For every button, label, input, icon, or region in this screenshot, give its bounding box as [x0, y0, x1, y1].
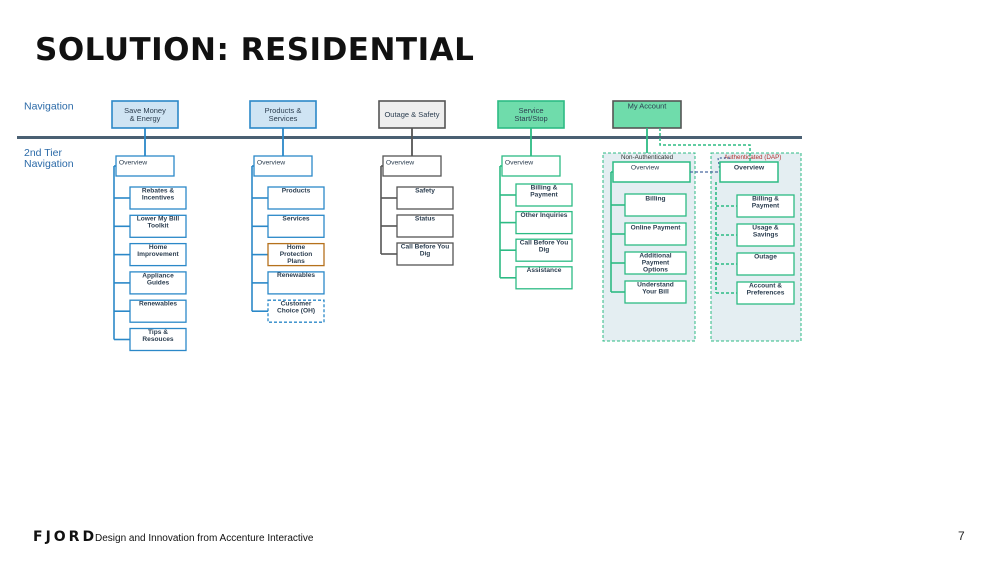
nav-item-outage-safety[interactable] [378, 100, 446, 129]
child-item-products-services[interactable] [267, 271, 325, 295]
panel-non-authenticated[interactable] [602, 152, 696, 342]
slide-title: SOLUTION: RESIDENTIAL [35, 32, 475, 68]
page-number: 7 [958, 529, 965, 543]
child-item-service-start-stop[interactable] [515, 266, 573, 290]
child-item-service-start-stop[interactable] [515, 183, 573, 207]
overview-label-products-services: Overview [257, 159, 285, 166]
overview-label-authenticated: Overview [734, 164, 765, 171]
overview-label-save-money: Overview [119, 159, 147, 166]
authenticated-label: Authenticated (DAP) [724, 154, 781, 161]
nav-item-my-account[interactable] [612, 100, 682, 129]
child-label-service-start-stop: Other Inquiries [521, 212, 568, 219]
child-label-authenticated: Account &Preferences [747, 282, 785, 296]
child-item-products-services[interactable] [267, 186, 325, 210]
child-item-service-start-stop[interactable] [515, 238, 573, 262]
child-item-save-money[interactable] [129, 242, 187, 267]
child-label-non-authenticated: Billing [645, 195, 665, 202]
child-item-non-authenticated[interactable] [624, 222, 687, 246]
child-item-save-money[interactable] [129, 299, 187, 323]
child-label-non-authenticated: Online Payment [631, 224, 682, 231]
child-item-products-services[interactable] [267, 242, 325, 267]
nav-label-outage-safety: Outage & Safety [384, 110, 439, 119]
child-label-outage-safety: Status [415, 215, 435, 222]
child-label-authenticated: Outage [754, 253, 777, 260]
child-item-outage-safety[interactable] [396, 242, 454, 266]
child-item-save-money[interactable] [129, 327, 187, 352]
child-label-products-services: Renewables [277, 272, 315, 279]
child-label-products-services: Products [282, 187, 311, 194]
child-label-service-start-stop: Billing &Payment [530, 184, 558, 198]
child-item-authenticated[interactable] [736, 194, 795, 218]
overview-label-outage-safety: Overview [386, 159, 414, 166]
child-label-save-money: Renewables [139, 301, 177, 308]
child-item-outage-safety[interactable] [396, 186, 454, 210]
child-label-products-services: Services [282, 216, 309, 223]
auth-connector [659, 128, 751, 162]
child-item-service-start-stop[interactable] [515, 210, 573, 235]
overview-authenticated[interactable] [719, 161, 779, 183]
nav-label-products-services: Products &Services [265, 106, 302, 123]
child-item-authenticated[interactable] [736, 252, 795, 276]
fjord-logo: FJORD [33, 529, 98, 545]
child-label-service-start-stop: Assistance [527, 267, 562, 274]
nav-item-save-money[interactable] [111, 100, 179, 129]
nav-item-products-services[interactable] [249, 100, 317, 129]
child-item-authenticated[interactable] [736, 223, 795, 247]
child-label-outage-safety: Safety [415, 187, 435, 194]
child-item-products-services[interactable] [267, 214, 325, 238]
panel-authenticated[interactable] [710, 152, 802, 342]
child-item-non-authenticated[interactable] [624, 280, 687, 304]
child-item-authenticated[interactable] [736, 281, 795, 305]
child-item-non-authenticated[interactable] [624, 193, 687, 217]
overview-label-non-authenticated: Overview [631, 164, 659, 171]
child-label-authenticated: Billing &Payment [752, 195, 780, 209]
child-item-save-money[interactable] [129, 186, 187, 210]
navigation-divider [17, 136, 802, 139]
child-item-outage-safety[interactable] [396, 214, 454, 238]
child-item-products-services[interactable] [267, 299, 325, 323]
nav-label-save-money: Save Money& Energy [124, 106, 166, 123]
child-item-non-authenticated[interactable] [624, 251, 687, 275]
child-label-save-money: Rebates &Incentives [142, 187, 175, 201]
child-item-save-money[interactable] [129, 271, 187, 295]
non-authenticated-label: Non-Authenticated [621, 154, 674, 161]
nav-label-my-account: My Account [628, 102, 668, 111]
child-item-save-money[interactable] [129, 214, 187, 238]
overview-label-service-start-stop: Overview [505, 159, 533, 166]
child-label-authenticated: Usage &Savings [752, 224, 779, 238]
nav-item-service-start-stop[interactable] [497, 100, 565, 129]
footer-tagline: Design and Innovation from Accenture Int… [95, 533, 314, 544]
navigation-row-label: Navigation [24, 101, 74, 113]
child-label-save-money: Tips &Resouces [142, 329, 173, 343]
